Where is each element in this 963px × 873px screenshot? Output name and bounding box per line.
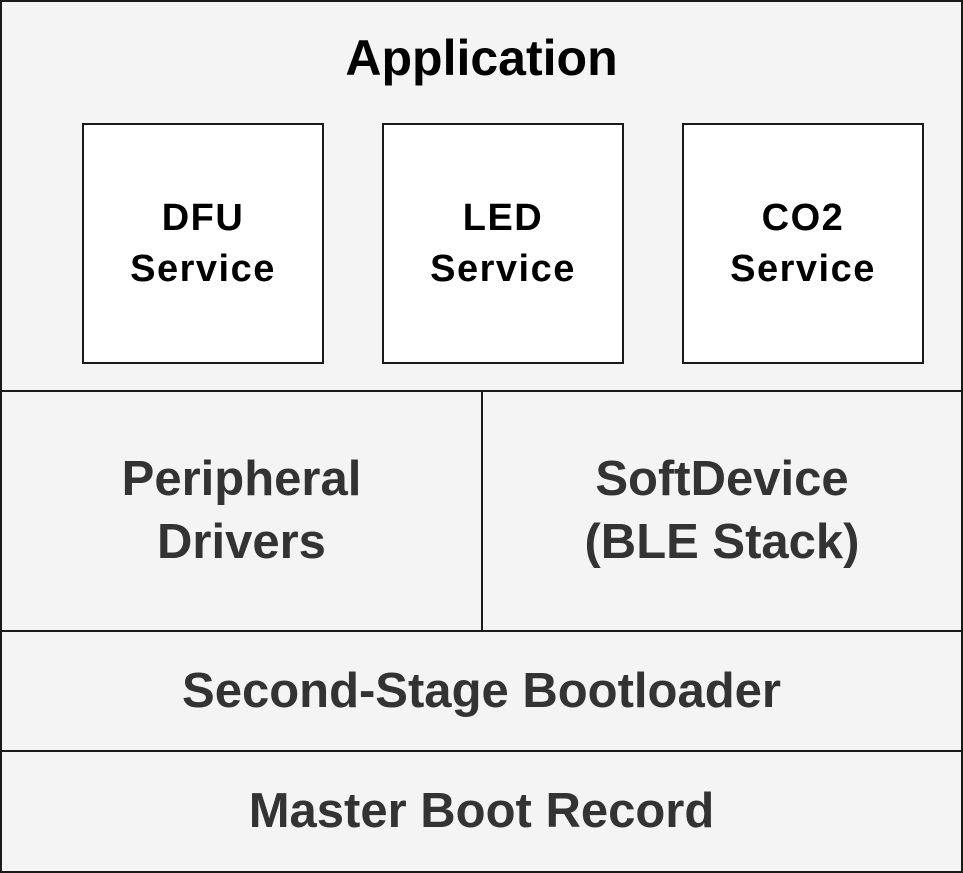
led-service-name: LED [462,196,544,239]
dfu-service-label: Service [130,247,276,290]
softdevice-text: SoftDevice (BLE Stack) [584,448,859,574]
mbr-text: Master Boot Record [248,784,715,838]
led-service-box: LED Service [382,123,624,364]
peripheral-drivers-text: Peripheral Drivers [122,448,362,574]
peripheral-drivers-line1: Peripheral [121,452,362,506]
bootloader-text: Second-Stage Bootloader [182,663,781,718]
application-title: Application [345,30,618,86]
softdevice-line1: SoftDevice [595,452,849,506]
led-service-label: Service [430,247,576,290]
softdevice-line2: (BLE Stack) [584,515,860,569]
co2-service-label: Service [730,247,876,290]
co2-service-name: CO2 [761,196,845,239]
peripheral-drivers-line2: Drivers [157,515,326,569]
second-stage-bootloader-layer: Second-Stage Bootloader [0,630,963,752]
dfu-service-box: DFU Service [82,123,324,364]
master-boot-record-layer: Master Boot Record [0,750,963,873]
peripheral-drivers-layer: Peripheral Drivers [0,390,483,632]
dfu-service-name: DFU [161,196,245,239]
co2-service-box: CO2 Service [682,123,924,364]
application-layer: Application DFU Service LED Service CO2 … [0,0,963,392]
softdevice-layer: SoftDevice (BLE Stack) [481,390,963,632]
